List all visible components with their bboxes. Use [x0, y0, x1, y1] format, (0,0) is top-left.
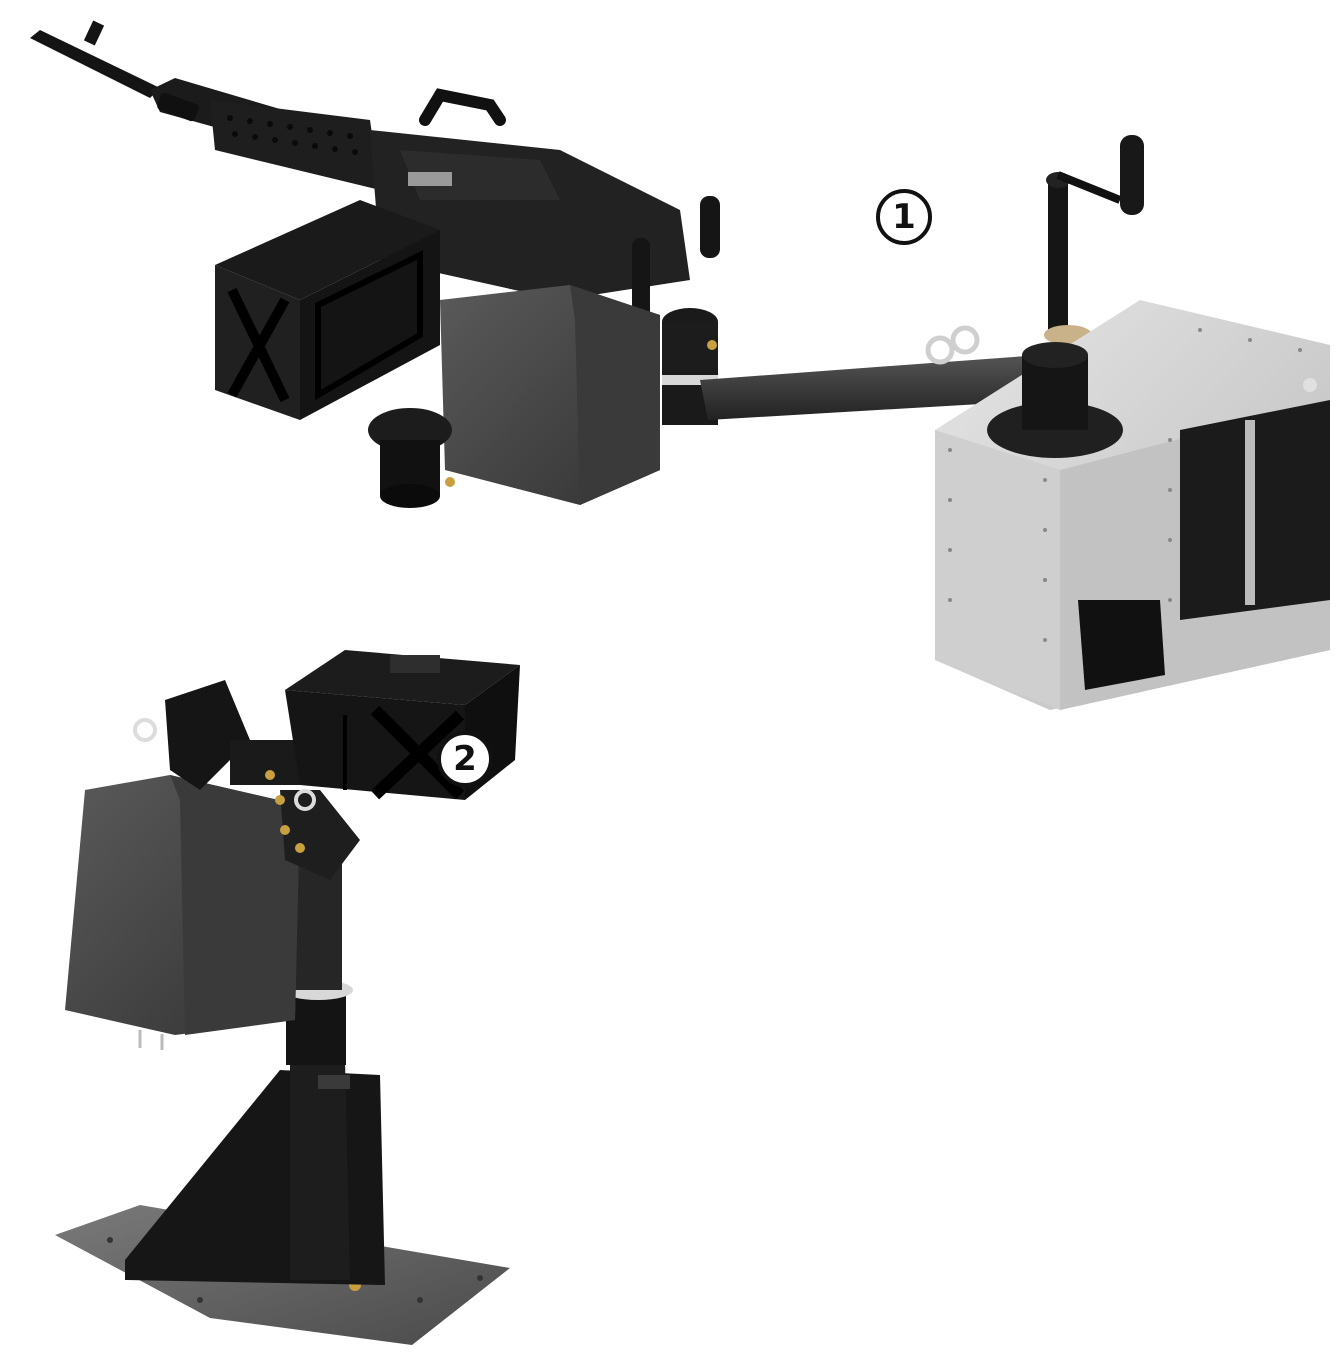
crank-handle [1044, 135, 1144, 345]
callout-label-1: 1 [892, 197, 916, 237]
ammo-box-2 [285, 650, 520, 800]
mount-housing-2 [65, 775, 300, 1050]
callout-label-2: 2 [453, 739, 477, 779]
mount-assembly-1 [30, 20, 1330, 710]
mount-assembly-2 [55, 650, 520, 1345]
callout-badge-2: 2 [437, 731, 493, 787]
callout-badge-1: 1 [876, 189, 932, 245]
machine-gun [30, 20, 720, 328]
mount-housing-1 [368, 285, 660, 508]
ammo-box-1 [215, 200, 440, 420]
swing-arm [662, 308, 1066, 425]
storage-box [925, 300, 1330, 710]
cradle [133, 680, 360, 880]
